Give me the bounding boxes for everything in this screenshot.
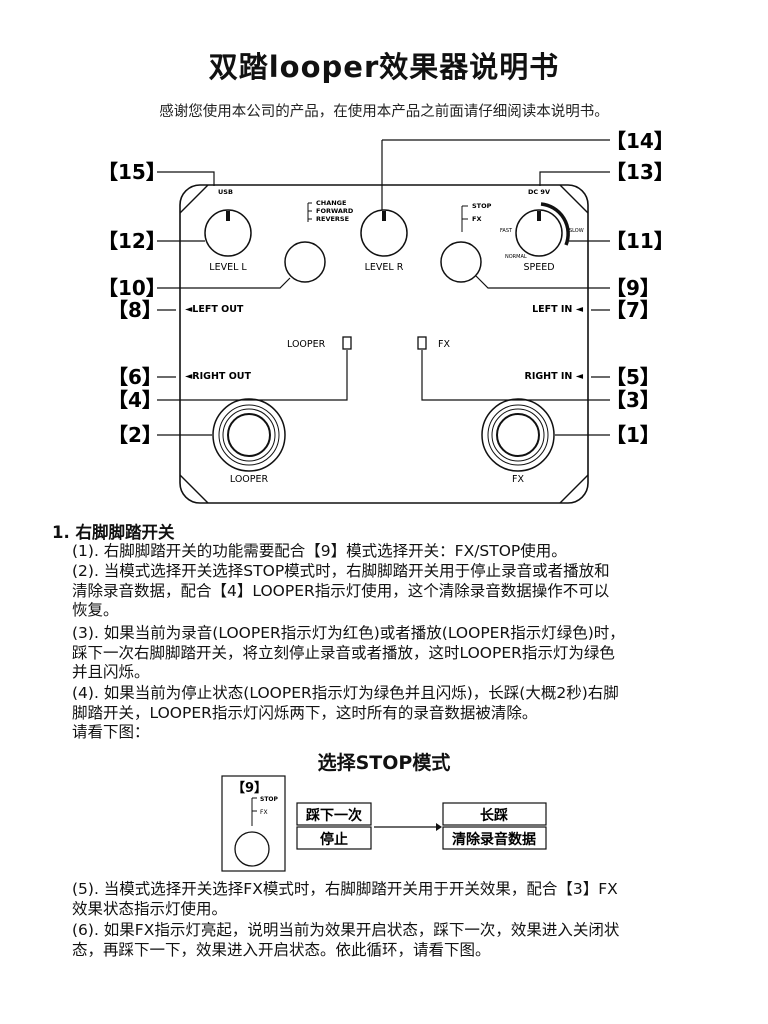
paragraph-line: (1). 右脚脚踏开关的功能需要配合【9】模式选择开关：FX/STOP使用。: [72, 542, 567, 560]
press-once-label: 踩下一次: [306, 807, 362, 824]
document-title: 双踏looper效果器说明书: [208, 50, 560, 84]
switch-frame: [221, 775, 286, 872]
stop-callout: 【9】: [232, 780, 267, 796]
clear-data-label: 清除录音数据: [452, 831, 536, 848]
stop-mini-label: STOP: [260, 796, 279, 803]
speed-knob[interactable]: [515, 202, 570, 257]
callout-9: 【9】: [606, 276, 660, 300]
callout-13: 【13】: [606, 160, 674, 184]
paragraph-line: 恢复。: [72, 601, 119, 619]
right-in-label: RIGHT IN ◄: [525, 371, 584, 382]
level-r-label: LEVEL R: [365, 262, 404, 273]
stop-action-label: 停止: [320, 831, 348, 848]
paragraph-line: 请看下图：: [72, 723, 150, 741]
looper-led-label: LOOPER: [287, 339, 326, 350]
slow-label: SLOW: [569, 228, 584, 234]
forward-label: FORWARD: [316, 207, 354, 215]
direction-switch[interactable]: [284, 241, 326, 283]
level-l-knob[interactable]: [204, 209, 252, 257]
section-heading: 1. 右脚脚踏开关: [52, 523, 175, 542]
stop-mode-diagram: 【9】 STOP FX 踩下一次 停止 长踩 清除录音数据: [221, 775, 547, 872]
fx-led-label: FX: [438, 339, 450, 350]
callout-11: 【11】: [606, 229, 674, 253]
paragraph-4: (4). 如果当前为停止状态(LOOPER指示灯为绿色并且闪烁)，长踩(大概2秒…: [72, 684, 722, 743]
callout-7: 【7】: [606, 298, 660, 322]
change-label: CHANGE: [316, 199, 346, 207]
paragraph-3: (3). 如果当前为录音(LOOPER指示灯为红色)或者播放(LOOPER指示灯…: [72, 624, 722, 683]
pedal-diagram: LEVEL L LEVEL R SPEED FAST SLOW NORMAL C…: [98, 129, 674, 504]
document-subtitle: 感谢您使用本公司的产品，在使用本产品之前面请仔细阅读本说明书。: [159, 104, 609, 120]
callout-10: 【10】: [98, 276, 166, 300]
normal-label: NORMAL: [505, 254, 527, 260]
looper-led: [342, 336, 352, 350]
left-in-label: LEFT IN ◄: [532, 304, 584, 315]
long-press-label: 长踩: [480, 807, 508, 824]
paragraph-line: (4). 如果当前为停止状态(LOOPER指示灯为绿色并且闪烁)，长踩(大概2秒…: [72, 684, 619, 702]
callout-6: 【6】: [108, 365, 162, 389]
callout-1: 【1】: [606, 423, 660, 447]
callout-4: 【4】: [108, 388, 162, 412]
looper-footswitch[interactable]: [212, 398, 286, 472]
callout-8: 【8】: [108, 298, 162, 322]
callout-5: 【5】: [606, 365, 660, 389]
paragraph-line: 并且闪烁。: [72, 663, 150, 681]
fx-led: [417, 336, 427, 350]
paragraph-line: 踩下一次右脚脚踏开关，将立刻停止录音或者播放，这时LOOPER指示灯为绿色: [72, 643, 615, 662]
left-out-label: ◄LEFT OUT: [185, 304, 244, 315]
fx-mini-label: FX: [260, 809, 268, 816]
callout-14: 【14】: [606, 129, 674, 153]
looper-switch-label: LOOPER: [230, 474, 269, 485]
paragraph-2: (2). 当模式选择开关选择STOP模式时，右脚脚踏开关用于停止录音或者播放和 …: [72, 562, 722, 621]
paragraph-1: (1). 右脚脚踏开关的功能需要配合【9】模式选择开关：FX/STOP使用。: [72, 542, 722, 562]
callout-12: 【12】: [98, 229, 166, 253]
speed-label: SPEED: [523, 262, 554, 273]
fx-switch-label: FX: [512, 474, 524, 485]
fast-label: FAST: [500, 228, 513, 234]
usb-label: USB: [218, 188, 233, 196]
paragraph-line: 效果状态指示灯使用。: [72, 899, 228, 918]
mode-switch[interactable]: [440, 241, 482, 283]
paragraph-line: (2). 当模式选择开关选择STOP模式时，右脚脚踏开关用于停止录音或者播放和: [72, 562, 610, 580]
level-l-label: LEVEL L: [209, 262, 247, 273]
paragraph-line: 态，再踩下一下，效果进入开启状态。依此循环，请看下图。: [72, 940, 491, 959]
paragraph-line: 清除录音数据，配合【4】LOOPER指示灯使用，这个清除录音数据操作不可以: [72, 581, 610, 600]
pedal-body: [179, 184, 589, 504]
callout-15: 【15】: [98, 160, 166, 184]
reverse-label: REVERSE: [316, 215, 349, 223]
stop-label: STOP: [472, 202, 492, 210]
paragraph-line: (5). 当模式选择开关选择FX模式时，右脚脚踏开关用于开关效果，配合【3】FX: [72, 880, 618, 898]
stop-mode-heading: 选择STOP模式: [317, 752, 451, 774]
callout-3: 【3】: [606, 388, 660, 412]
mode-switch-icon: [234, 831, 270, 867]
level-r-knob[interactable]: [360, 209, 408, 257]
fx-mode-label: FX: [472, 215, 481, 223]
paragraph-line: (6). 如果FX指示灯亮起，说明当前为效果开启状态，踩下一次，效果进入关闭状: [72, 921, 620, 939]
paragraph-line: (3). 如果当前为录音(LOOPER指示灯为红色)或者播放(LOOPER指示灯…: [72, 624, 625, 642]
dc-label: DC 9V: [528, 188, 550, 196]
callout-2: 【2】: [108, 423, 162, 447]
right-out-label: ◄RIGHT OUT: [185, 371, 251, 382]
fx-footswitch[interactable]: [481, 398, 555, 472]
paragraph-5: (5). 当模式选择开关选择FX模式时，右脚脚踏开关用于开关效果，配合【3】FX…: [72, 880, 722, 919]
paragraph-line: 脚踏开关，LOOPER指示灯闪烁两下，这时所有的录音数据被清除。: [72, 703, 538, 722]
paragraph-6: (6). 如果FX指示灯亮起，说明当前为效果开启状态，踩下一次，效果进入关闭状 …: [72, 921, 722, 960]
